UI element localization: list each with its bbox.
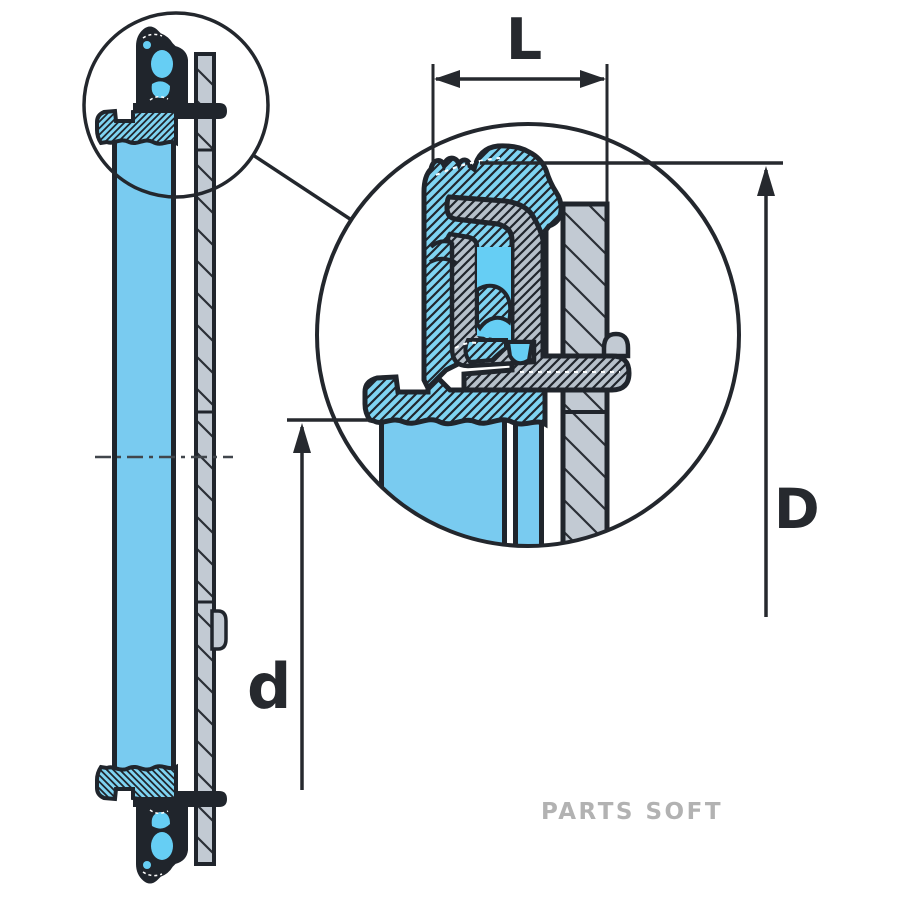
seal-highlight-dashes-large xyxy=(435,157,620,373)
dimension-D-arrow xyxy=(757,166,775,196)
seal-curl-detail xyxy=(429,239,458,265)
detail-leader-line xyxy=(252,153,351,221)
detail-circle-outline xyxy=(315,122,741,548)
seal-outer-case xyxy=(444,194,632,393)
seal-cavity-small xyxy=(151,50,173,78)
seal-lip-small xyxy=(151,81,170,98)
dimension-L xyxy=(431,64,609,202)
shaft-sleeve-large xyxy=(362,374,548,429)
shaft-small xyxy=(112,140,176,770)
seal-flange-tab xyxy=(601,331,631,359)
dimension-label-D: D xyxy=(774,477,820,541)
watermark-text: PARTS SOFT xyxy=(541,799,724,825)
seal-highlight-dashes xyxy=(142,33,169,101)
left-assembly-view xyxy=(95,26,233,885)
dimension-d xyxy=(287,418,371,790)
dimension-D xyxy=(480,161,783,617)
dimension-L-arrow-right xyxy=(580,70,606,88)
seal-dust-lip xyxy=(505,340,535,366)
dimension-label-L: L xyxy=(505,7,543,73)
magnified-seal-view xyxy=(362,143,632,546)
plate-joint-lines xyxy=(196,148,214,604)
seal-bottom-lip xyxy=(463,338,508,365)
seal-end-small xyxy=(95,26,227,147)
seal-detail-dot xyxy=(143,41,151,49)
shaft-large xyxy=(379,418,507,546)
dimension-L-extension-lines xyxy=(431,64,609,202)
seal-main-lip xyxy=(475,283,513,332)
plate-retainer-tab xyxy=(210,609,228,651)
dimension-L-arrow-left xyxy=(434,70,460,88)
detail-source-circle xyxy=(82,11,270,199)
dimension-d-arrow xyxy=(293,423,311,453)
shaft-collar-small xyxy=(95,108,178,147)
dimension-label-d: d xyxy=(247,650,292,723)
housing-plate-small xyxy=(194,52,216,866)
